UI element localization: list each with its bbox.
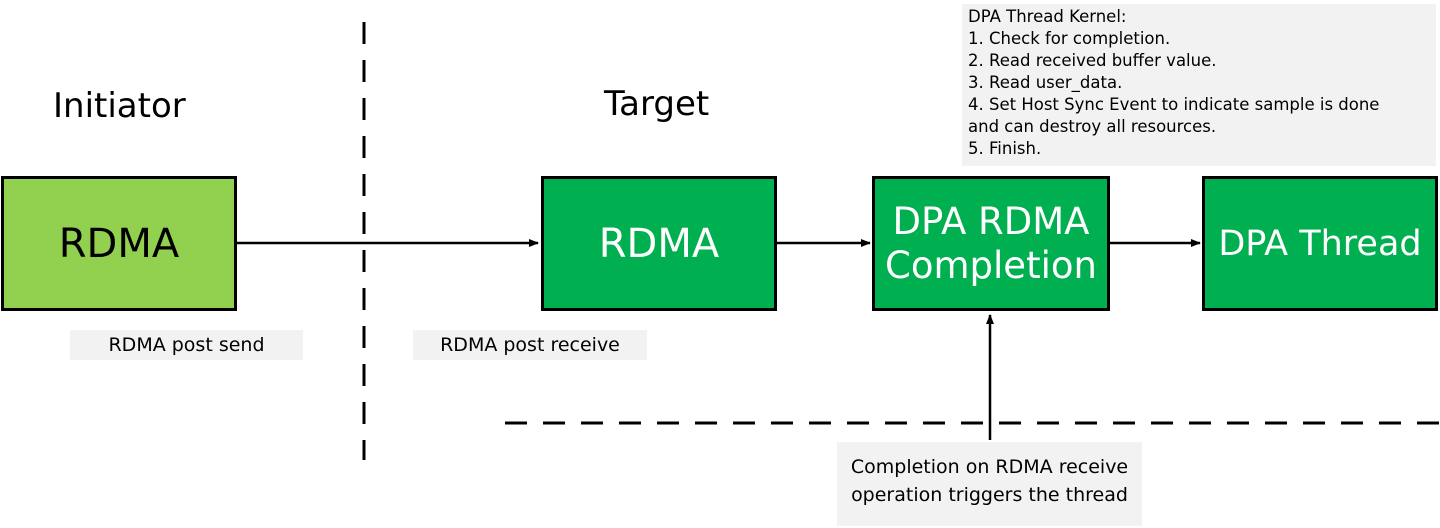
dpa-completion-label-line-1: DPA RDMA — [892, 199, 1090, 243]
rdma-post-receive-caption: RDMA post receive — [413, 330, 647, 360]
dpa-thread-box: DPA Thread — [1202, 176, 1438, 311]
target-heading: Target — [604, 84, 710, 124]
target-rdma-box: RDMA — [541, 176, 777, 311]
dpa-thread-label: DPA Thread — [1218, 223, 1422, 264]
completion-note-line: Completion on RDMA receive — [850, 456, 1129, 478]
kernel-note-line: 4. Set Host Sync Event to indicate sampl… — [968, 95, 1380, 114]
initiator-rdma-label: RDMA — [58, 220, 180, 267]
kernel-note-line: 3. Read user_data. — [968, 73, 1123, 92]
kernel-note-line: and can destroy all resources. — [968, 117, 1217, 136]
kernel-note-line: DPA Thread Kernel: — [968, 7, 1127, 26]
completion-note-line: operation triggers the thread — [851, 484, 1128, 506]
completion-trigger-note: Completion on RDMA receive operation tri… — [837, 442, 1142, 526]
kernel-note-line: 2. Read received buffer value. — [968, 51, 1217, 70]
initiator-rdma-box: RDMA — [1, 176, 237, 311]
initiator-heading: Initiator — [53, 86, 186, 126]
kernel-note-line: 1. Check for completion. — [968, 29, 1171, 48]
dpa-rdma-completion-box: DPA RDMA Completion — [872, 176, 1110, 311]
dpa-completion-label-line-2: Completion — [885, 243, 1097, 287]
target-rdma-label: RDMA — [598, 220, 720, 267]
rdma-post-send-caption: RDMA post send — [70, 330, 303, 360]
kernel-note-line: 5. Finish. — [968, 139, 1042, 158]
dpa-thread-kernel-note: DPA Thread Kernel: 1. Check for completi… — [962, 4, 1436, 166]
